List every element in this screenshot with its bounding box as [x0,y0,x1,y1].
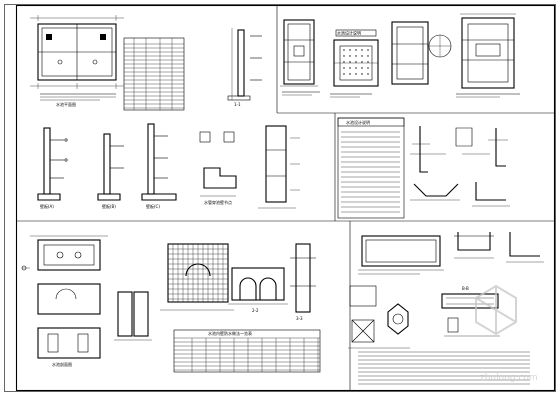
rebar-dot [349,49,351,51]
rebar-dot [349,55,351,57]
pool-section-label: 水池剖面图 [52,361,72,367]
rebar-dot [343,67,345,69]
rebar-dot [361,49,363,51]
bottom-right-detail-a [454,232,494,259]
frame-drawing-3 [391,21,452,85]
outer-frame [4,4,556,392]
manhole-details [348,285,410,349]
rebar-dot [355,73,357,75]
rebar-dot [349,67,351,69]
table-title: 水池内壁防水做法一览表 [208,330,252,336]
rebar-dot [343,73,345,75]
notes-box: 水池设计说明 [337,117,405,219]
section-22-label: 2-2 [252,308,259,313]
middle-right-details [410,126,510,207]
rebar-table [123,37,185,111]
bb-section: B-B [441,286,500,337]
section-11-label: 1-1 [234,102,241,107]
rebar-dot [367,67,369,69]
bottom-table: 水池内壁防水做法一览表 [173,329,321,373]
rebar-dot [343,61,345,63]
panel-dividers [16,6,555,390]
wall-b-label: 壁板(B) [102,203,116,209]
right-column-section: 3-3 [290,243,316,321]
wall-section-c: 壁板(C) [141,123,177,209]
bottom-notes [358,351,530,385]
detail-small-sections: 水管穿池壁节点 [199,131,237,205]
rebar-dot [361,73,363,75]
frame-drawing-1 [280,19,320,96]
grid-plan [160,243,234,311]
rebar-dot [361,61,363,63]
rebar-dot [355,61,357,63]
rebar-dot [367,73,369,75]
watermark-text: zhulong.com [480,373,538,383]
wall-a-label: 壁板(A) [40,203,54,209]
pool-plan-drawing: 水池平面图 [30,15,124,107]
pool-plan-title: 水池平面图 [56,101,76,107]
notes-box-title-top: 水池设计说明 [337,30,361,36]
rebar-dot [367,61,369,63]
bottom-right-plan [358,235,444,275]
arch-section: 2-2 [228,267,288,313]
rebar-dot [361,67,363,69]
bottom-small-drawings [114,291,152,341]
wall-c-label: 壁板(C) [146,203,160,209]
inner-frame [15,4,556,392]
watermark-logo-icon [475,284,517,336]
rebar-dot [367,55,369,57]
bottom-pool-plan: 水池剖面图 [21,235,108,367]
frame-drawing-4 [456,13,520,98]
notes-box-title: 水池设计说明 [346,119,370,125]
rebar-dot [343,55,345,57]
rebar-dot [355,49,357,51]
bottom-right-detail-b [506,232,544,263]
rebar-dot [343,49,345,51]
rebar-dot [349,73,351,75]
watermark: zhulong.com [475,284,538,383]
wall-section-b: 壁板(B) [97,133,124,209]
section-33-label: 3-3 [296,316,303,321]
frame-drawing-2: 水池设计说明 [330,30,379,98]
rebar-dot [355,67,357,69]
section-bb-label: B-B [462,286,469,291]
rebar-dot [355,55,357,57]
wall-section-strip: 1-1 [227,28,262,107]
rebar-dot [367,49,369,51]
rebar-dot [349,61,351,63]
rebar-dot [361,55,363,57]
wall-section-right [258,125,300,209]
pipe-detail-label: 水管穿池壁节点 [204,199,232,205]
wall-section-a: 壁板(A) [37,127,68,209]
